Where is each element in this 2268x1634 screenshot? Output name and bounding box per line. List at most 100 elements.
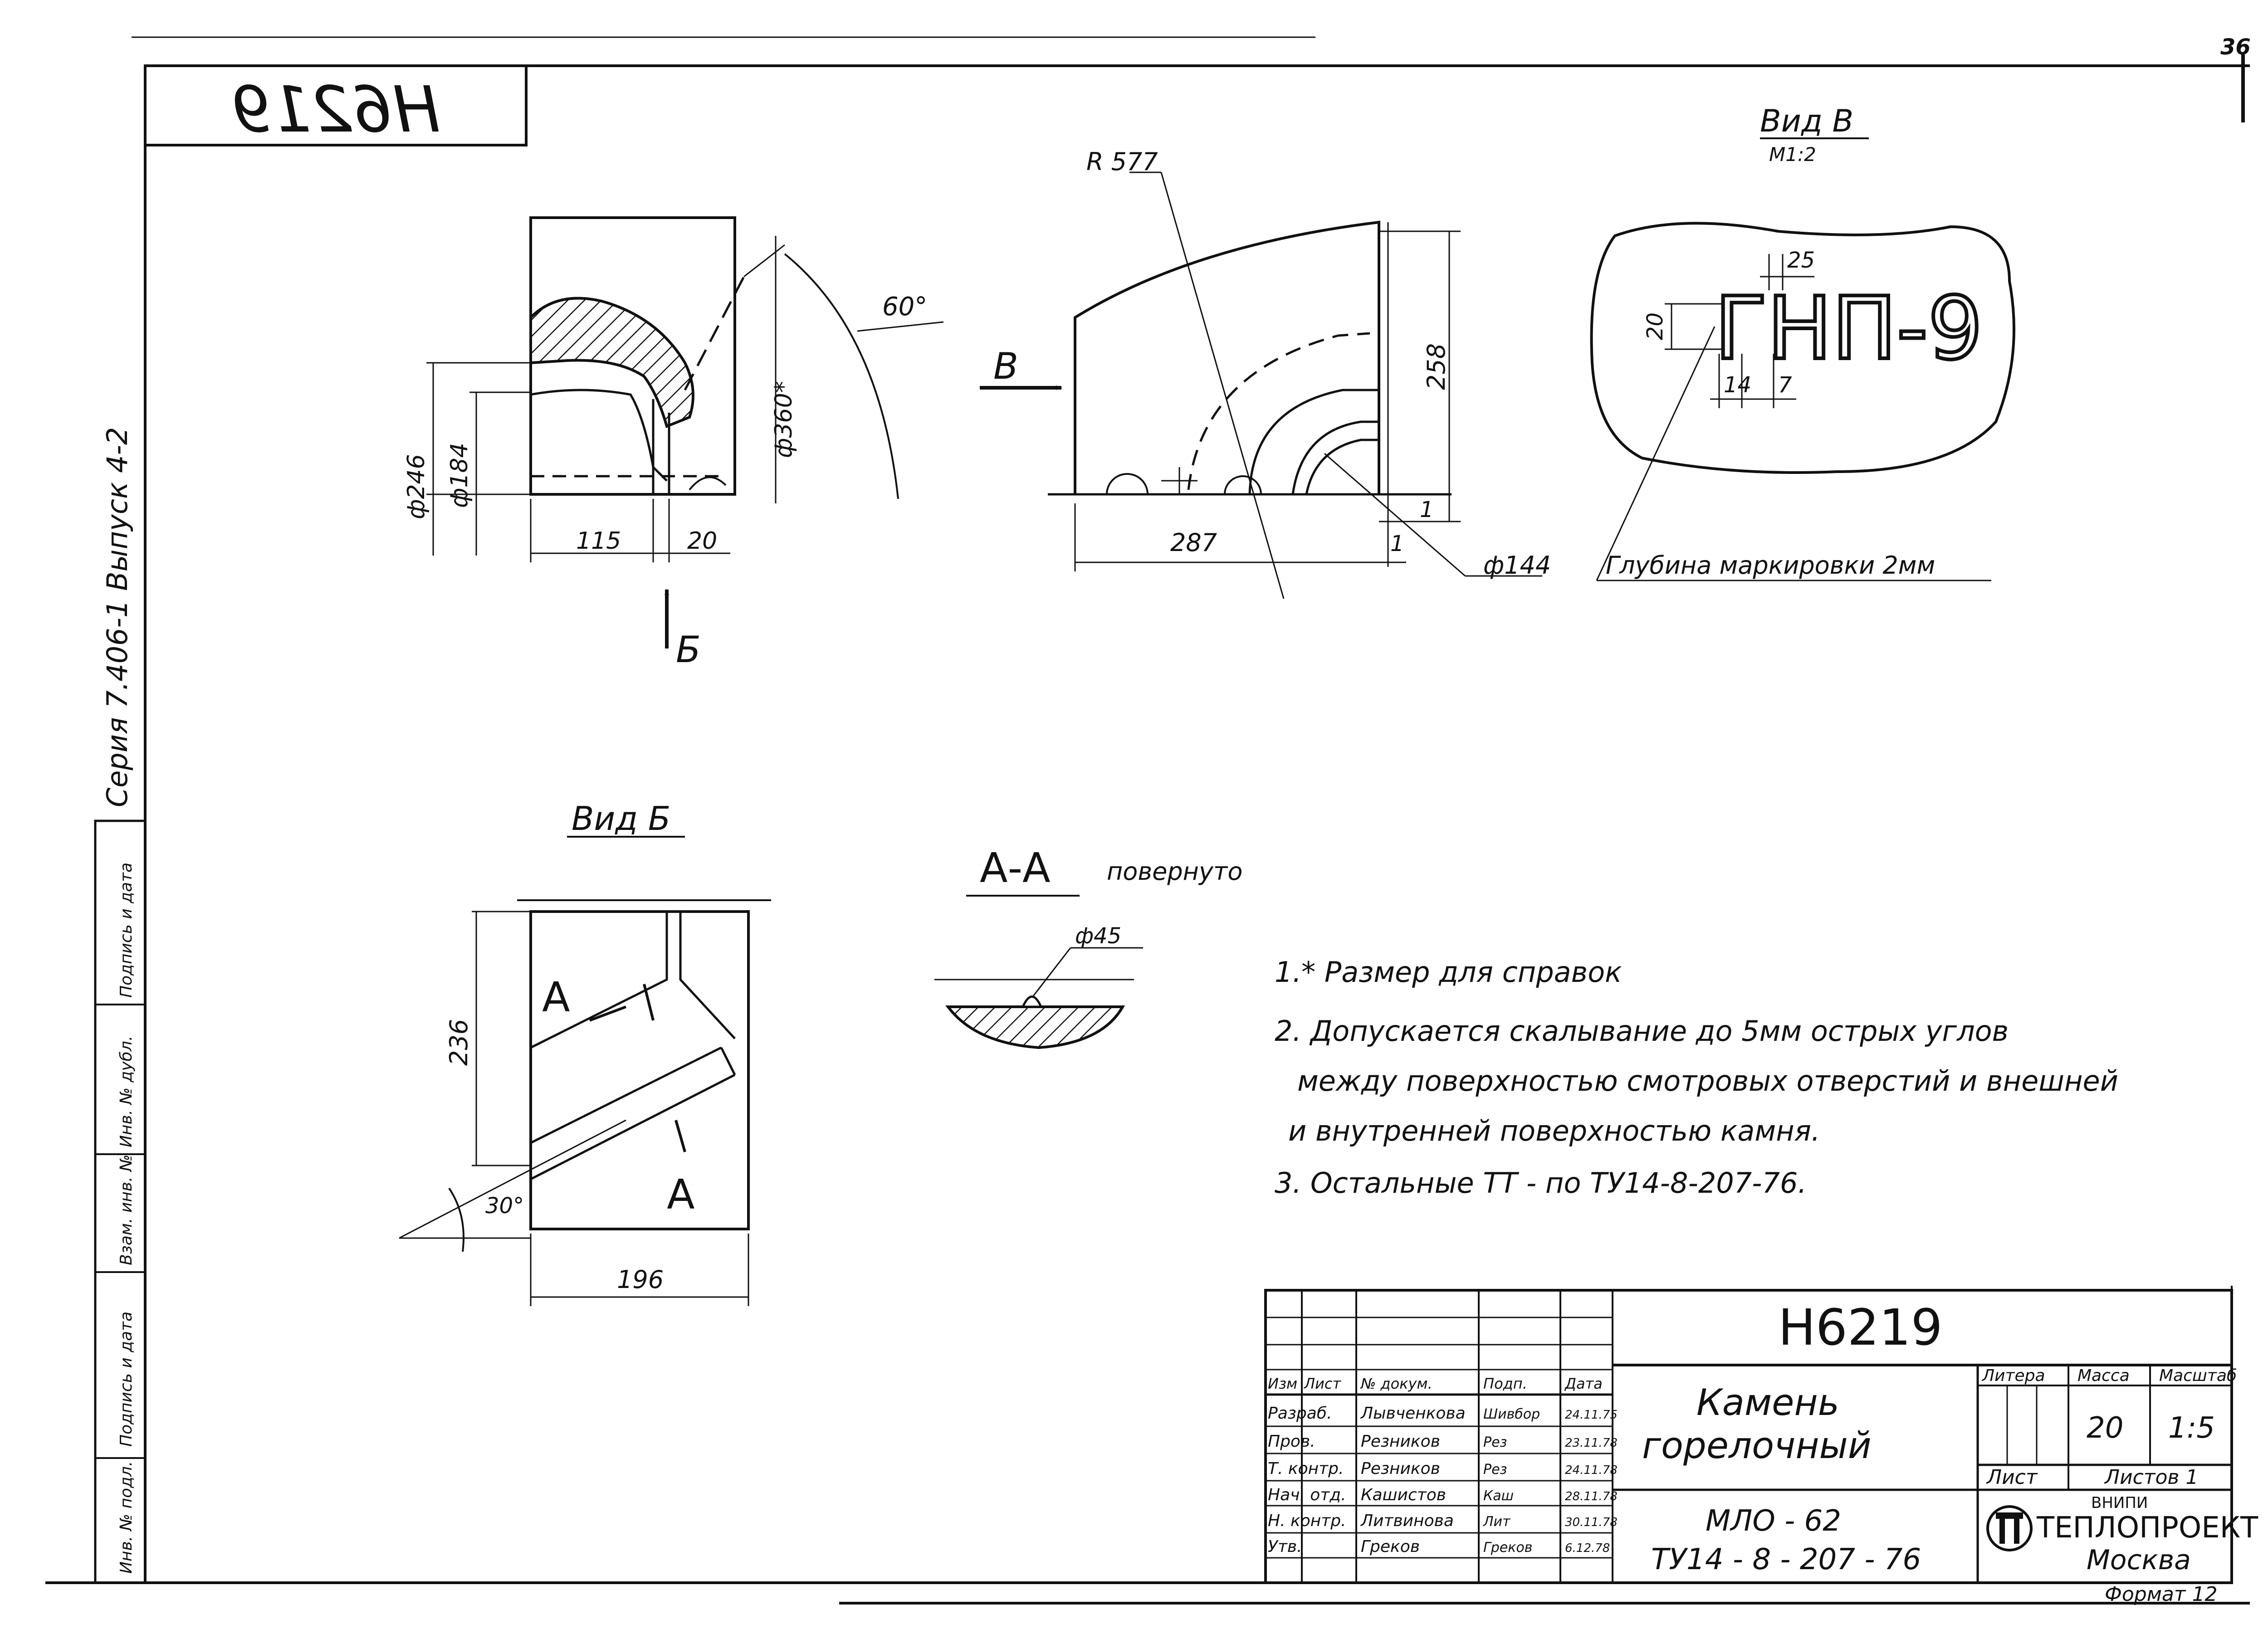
tb-row-2-role: Пров. xyxy=(1268,1432,1315,1451)
side-cell-inv-podl: Инв. № подл. xyxy=(117,1461,136,1574)
tb-head-podp: Подп. xyxy=(1483,1375,1527,1392)
tb-row-1-date: 24.11.75 xyxy=(1565,1408,1618,1422)
tb-row-3-date: 24.11.78 xyxy=(1565,1463,1618,1477)
note-2-cont-1: между поверхностью смотровых отверстий и… xyxy=(1297,1064,2118,1097)
arrow-label-b: Б xyxy=(676,629,701,671)
marking-depth-note: Глубина маркировки 2мм xyxy=(1606,551,1935,580)
tb-row-2-date: 23.11.78 xyxy=(1565,1436,1618,1450)
section-aa-dim: ф45 xyxy=(1075,923,1121,949)
section-aa-title: А-А xyxy=(980,844,1051,892)
dim-25: 25 xyxy=(1787,248,1815,273)
dim-1-bottom: 1 xyxy=(1390,531,1404,556)
tb-row-6-role: Утв. xyxy=(1268,1537,1302,1556)
note-3: 3. Остальные ТТ - по ТУ14-8-207-76. xyxy=(1275,1166,1807,1200)
dim-14: 14 xyxy=(1724,372,1751,398)
tb-row-2-sign: Рез xyxy=(1483,1434,1507,1450)
arrow-label-v: В xyxy=(993,345,1018,387)
dim-196: 196 xyxy=(617,1265,664,1294)
dim-115: 115 xyxy=(576,527,621,555)
page-number: 36 xyxy=(2220,34,2251,60)
dim-phi184: ф184 xyxy=(446,443,473,508)
dim-phi360: ф360* xyxy=(770,381,797,458)
series-label: Серия 7.406-1 Выпуск 4-2 xyxy=(101,427,134,807)
tb-head-dokum: № докум. xyxy=(1360,1375,1432,1392)
tb-material-line2: ТУ14 - 8 - 207 - 76 xyxy=(1651,1543,1921,1576)
note-2-cont-2: и внутренней поверхностью камня. xyxy=(1288,1114,1820,1147)
tb-litera-label: Литера xyxy=(1981,1366,2045,1385)
tb-row-4-name: Кашистов xyxy=(1361,1486,1446,1504)
section-aa: А-А повернуто ф45 xyxy=(934,844,1242,1049)
tb-row-5-name: Литвинова xyxy=(1360,1512,1454,1530)
note-2: 2. Допускается скалывание до 5мм острых … xyxy=(1275,1015,2009,1048)
tb-row-1-name: Лывченкова xyxy=(1360,1404,1466,1423)
dim-20-marking: 20 xyxy=(1642,312,1668,340)
dim-236: 236 xyxy=(445,1019,473,1066)
hatched-section xyxy=(529,297,694,429)
tb-row-6-name: Греков xyxy=(1361,1537,1420,1556)
dim-angle-30: 30° xyxy=(485,1193,524,1219)
front-view: ф246 ф184 ф360* 115 20 60° Б xyxy=(403,216,944,671)
tb-format: Формат 12 xyxy=(2105,1583,2218,1606)
tb-sheets-label: Листов 1 xyxy=(2104,1466,2198,1489)
tb-row-3-name: Резников xyxy=(1361,1459,1440,1478)
tb-code: Н6219 xyxy=(1778,1298,1943,1356)
tb-row-5-role: Н. контр. xyxy=(1268,1512,1346,1530)
tb-name-line2: горелочный xyxy=(1642,1424,1872,1467)
tb-row-6-date: 6.12.78 xyxy=(1565,1541,1610,1555)
side-cell-vzam-inv: Взам. инв. № xyxy=(117,1155,136,1265)
note-1: 1.* Размер для справок xyxy=(1275,956,1622,989)
drawing-frame xyxy=(45,36,2250,1605)
mirrored-stamp: H6219 xyxy=(144,64,528,147)
tb-row-1-role: Разраб. xyxy=(1268,1404,1332,1423)
tb-mass-value: 20 xyxy=(2087,1411,2123,1445)
tb-row-3-sign: Рез xyxy=(1483,1462,1507,1478)
tb-head-izm: Изм xyxy=(1268,1375,1297,1392)
view-v: Вид В М1:2 ГНП-9 25 20 14 7 Глубина марк… xyxy=(1590,103,2015,581)
dim-phi144: ф144 xyxy=(1483,551,1551,580)
dim-r577: R 577 xyxy=(1086,147,1158,176)
side-strip: Серия 7.406-1 Выпуск 4-2 Инв. № подл. По… xyxy=(94,427,147,1584)
view-v-title: Вид В xyxy=(1760,103,1853,139)
tb-row-2-name: Резников xyxy=(1361,1432,1440,1451)
view-b: Вид Б 236 30° 196 А А xyxy=(399,800,771,1306)
tb-head-data: Дата xyxy=(1564,1375,1603,1392)
section-mark-a-upper: А xyxy=(542,974,570,1021)
tb-sheet-label: Лист xyxy=(1986,1466,2038,1489)
tb-row-6-sign: Греков xyxy=(1483,1540,1532,1556)
marking-plate xyxy=(1590,222,2015,474)
dim-287: 287 xyxy=(1170,528,1217,557)
tb-row-3-role: Т. контр. xyxy=(1268,1459,1344,1478)
side-cell-podpis-1: Подпись и дата xyxy=(117,1312,136,1447)
view-b-title: Вид Б xyxy=(572,800,670,838)
tb-scale-value: 1:5 xyxy=(2168,1411,2215,1445)
section-aa-hatch xyxy=(945,1005,1125,1049)
side-cell-podpis-2: Подпись и дата xyxy=(117,863,136,998)
tb-row-1-sign: Шивбор xyxy=(1483,1406,1540,1422)
title-block: Изм Лист № докум. Подп. Дата Разраб. Лыв… xyxy=(1264,1289,2258,1606)
dim-7: 7 xyxy=(1778,372,1792,398)
view-v-scale: М1:2 xyxy=(1769,143,1816,166)
dim-1-right: 1 xyxy=(1420,497,1434,522)
dim-phi246: ф246 xyxy=(403,454,430,519)
tb-row-4-sign: Каш xyxy=(1483,1488,1514,1504)
section-mark-a-lower: А xyxy=(667,1171,695,1219)
dim-20: 20 xyxy=(687,527,717,555)
tb-city: Москва xyxy=(2087,1544,2191,1576)
tb-mass-label: Масса xyxy=(2077,1366,2130,1385)
tb-org-small: ВНИПИ xyxy=(2091,1494,2148,1512)
tb-name-line1: Камень xyxy=(1696,1381,1839,1424)
marking-text: ГНП-9 xyxy=(1715,278,1983,379)
mirrored-stamp-code: H6219 xyxy=(231,73,440,147)
tb-row-4-date: 28.11.78 xyxy=(1565,1490,1618,1503)
tb-material-line1: МЛО - 62 xyxy=(1706,1504,1841,1538)
side-view: R 577 258 287 1 1 ф144 В xyxy=(980,147,1551,599)
side-cell-inv-dubl: Инв. № дубл. xyxy=(117,1036,136,1147)
tb-row-5-sign: Лит xyxy=(1483,1514,1511,1530)
org-logo-icon xyxy=(1986,1505,2033,1551)
dim-258: 258 xyxy=(1422,343,1451,390)
dim-angle-60: 60° xyxy=(882,292,927,322)
tb-org: ТЕПЛОПРОЕКТ xyxy=(2036,1511,2258,1545)
tb-scale-label: Масштаб xyxy=(2159,1366,2237,1385)
tb-row-4-role: Нач. отд. xyxy=(1268,1486,1346,1504)
tb-row-5-date: 30.11.78 xyxy=(1565,1516,1618,1529)
